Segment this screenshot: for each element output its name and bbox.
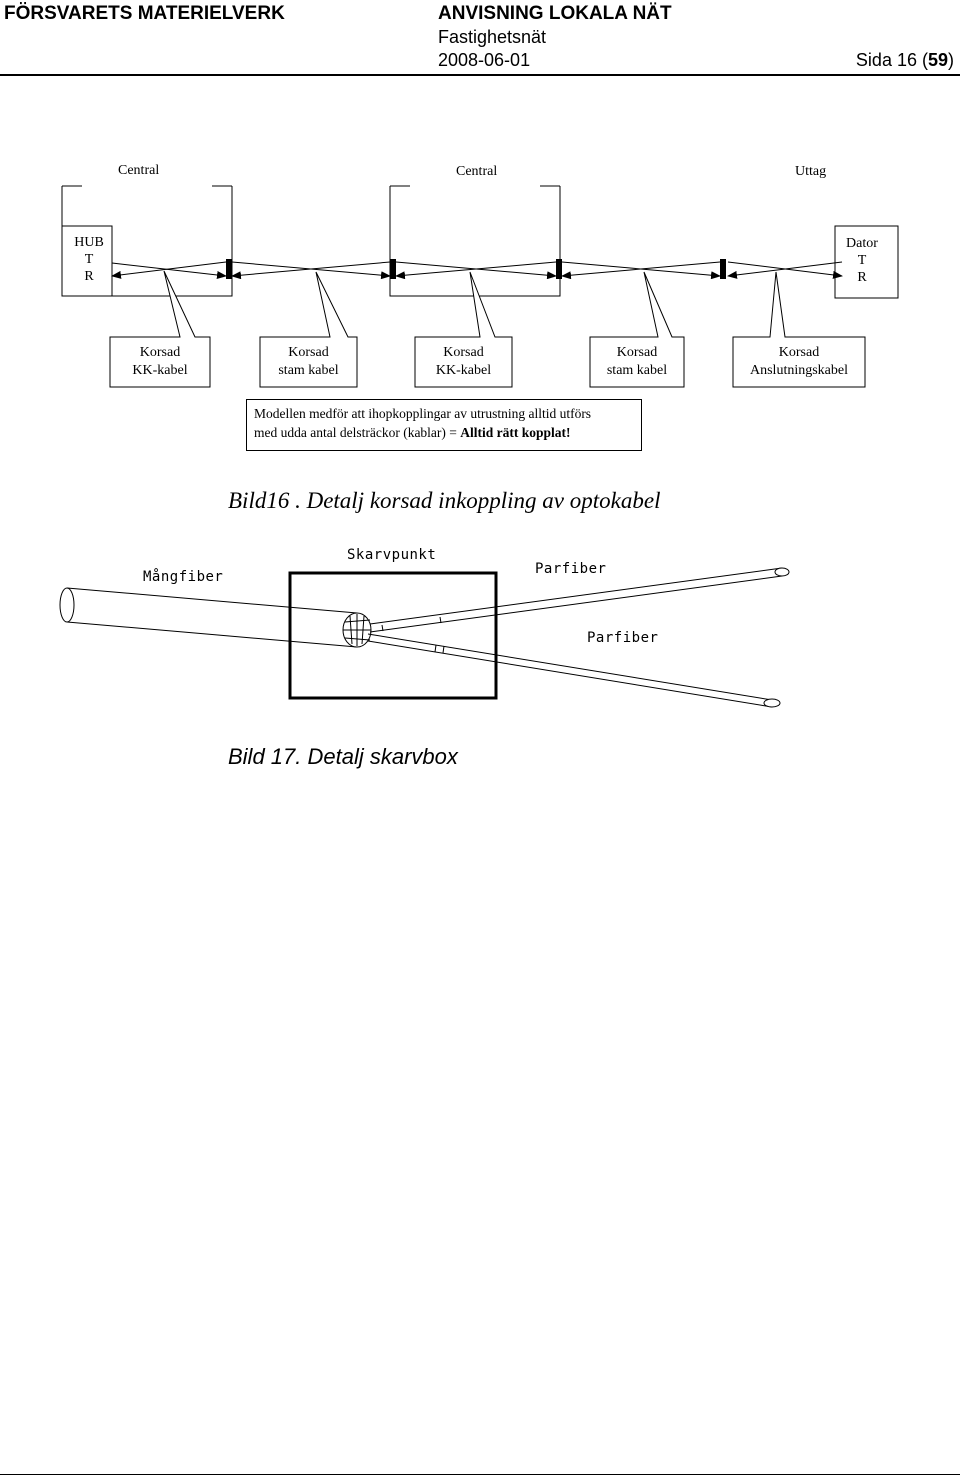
callout-1: Korsad KK-kabel [110, 344, 210, 380]
dator-line3: R [857, 270, 867, 285]
note-line2-plain: med udda antal delsträckor (kablar) = [254, 425, 461, 440]
note-line2: med udda antal delsträckor (kablar) = Al… [254, 423, 641, 442]
dator-line2: T [857, 253, 867, 268]
callout-4-line1: Korsad [616, 345, 658, 360]
hub-line2: T [84, 252, 94, 267]
callout-3-line2: KK-kabel [435, 363, 492, 378]
note-line1: Modellen medför att ihopkopplingar av ut… [254, 406, 592, 421]
document-title: ANVISNING LOKALA NÄT [438, 3, 672, 24]
figure17-caption: Bild 17. Detalj skarvbox [228, 744, 458, 769]
model-note: Modellen medför att ihopkopplingar av ut… [246, 399, 642, 451]
callout-3: Korsad KK-kabel [415, 344, 512, 380]
callout-1-line2: KK-kabel [132, 363, 188, 378]
callout-3-line1: Korsad [443, 345, 484, 360]
figure16-diagram [61, 185, 899, 388]
callout-5-line2: Anslutningskabel [750, 363, 848, 378]
dator-label: Dator T R [842, 235, 882, 286]
label-splice-point: Skarvpunkt [347, 547, 437, 563]
callout-4-line2: stam kabel [606, 363, 668, 378]
connectors [226, 259, 726, 279]
top-label-central-1: Central [118, 163, 160, 178]
footer-rule [0, 1474, 960, 1475]
callout-2-line2: stam kabel [278, 363, 339, 378]
callout-4: Korsad stam kabel [590, 344, 684, 380]
callout-pointers [109, 270, 866, 388]
callout-1-line1: Korsad [139, 345, 181, 360]
hub-label: HUB T R [74, 234, 104, 285]
label-pair-fiber-top: Parfiber [535, 561, 607, 577]
figure17-diagram [59, 567, 790, 708]
label-pair-fiber-bottom: Parfiber [587, 630, 659, 646]
page-suffix: ) [948, 50, 954, 70]
note-line2-bold: Alltid rätt kopplat! [460, 425, 571, 440]
top-label-central-2: Central [456, 164, 498, 179]
page-number: Sida 16 (59) [856, 50, 954, 71]
label-multifiber: Mångfiber [143, 569, 224, 585]
callout-2-line1: Korsad [288, 345, 329, 360]
dator-box [834, 225, 899, 299]
pair-fiber-upper [369, 567, 790, 633]
document-subtitle: Fastighetsnät [438, 27, 547, 47]
top-label-uttag: Uttag [795, 164, 827, 179]
hub-box [61, 225, 113, 297]
page-prefix: Sida 16 ( [855, 50, 928, 70]
dator-line1: Dator [846, 236, 878, 251]
callout-5: Korsad Anslutningskabel [733, 344, 865, 380]
org-name: FÖRSVARETS MATERIELVERK [4, 3, 285, 24]
hub-line3: R [84, 269, 94, 284]
figure16-caption: Bild16 . Detalj korsad inkoppling av opt… [228, 488, 661, 513]
callout-5-line1: Korsad [778, 345, 820, 360]
document-date: 2008-06-01 [438, 50, 531, 70]
multifiber-cable [59, 587, 372, 648]
pair-fiber-lower [367, 633, 781, 708]
page-total: 59 [927, 50, 948, 70]
crossed-cables [111, 261, 843, 280]
callout-2: Korsad stam kabel [260, 344, 357, 380]
hub-line1: HUB [74, 235, 104, 250]
header-rule [0, 74, 960, 76]
splice-box [288, 571, 498, 700]
